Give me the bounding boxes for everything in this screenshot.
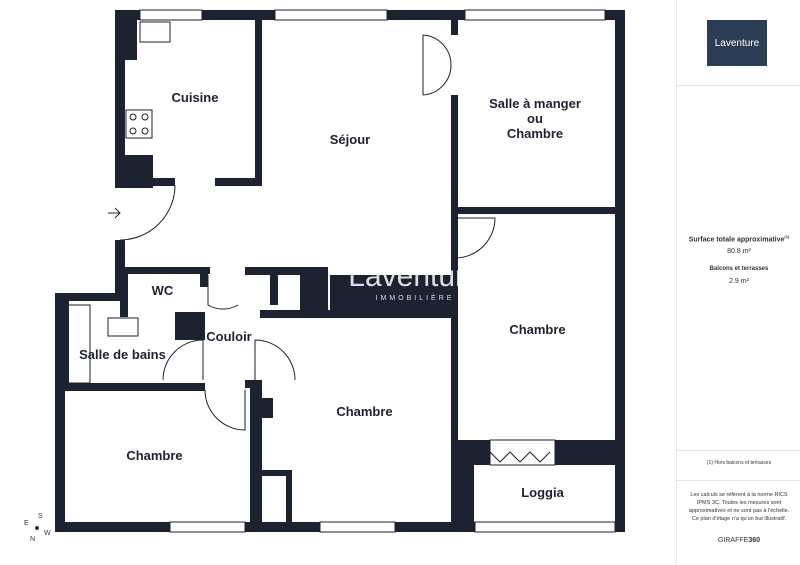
compass: S E W N xyxy=(18,510,58,550)
surface-note-ref: (1) xyxy=(784,234,790,239)
room-loggia: Loggia xyxy=(521,485,564,500)
room-couloir: Couloir xyxy=(206,329,252,344)
room-chambre-left: Chambre xyxy=(126,448,183,463)
room-salle-de-bains: Salle de bains xyxy=(79,347,166,362)
credit-b: 360 xyxy=(748,537,761,544)
compass-center-icon xyxy=(35,526,39,530)
compass-s: S xyxy=(38,513,43,520)
room-cuisine: Cuisine xyxy=(171,90,219,105)
balcons-label: Balcons et terrasses xyxy=(709,266,769,272)
surface-value: 80.8 m² xyxy=(727,248,751,255)
room-salle-a-manger: Salle à manger ou Chambre xyxy=(470,96,600,141)
compass-w: W xyxy=(44,530,51,537)
credit-a: GIRAFFE xyxy=(717,537,749,544)
footnote: (1) Hors balcons et terrasses xyxy=(706,460,772,466)
room-chambre-centre: Chambre xyxy=(336,404,393,419)
windows xyxy=(139,9,616,533)
room-wc: WC xyxy=(151,283,174,298)
surface-label: Surface totale approximative(1) xyxy=(681,234,797,243)
compass-n: N xyxy=(30,536,36,543)
brand-logo: Laventure xyxy=(707,20,767,66)
balcons-value: 2.9 m² xyxy=(729,278,749,285)
floor-plan xyxy=(55,9,625,533)
room-sejour: Séjour xyxy=(329,132,371,147)
room-label-line: Salle à manger xyxy=(489,96,581,111)
giraffe360-credit: GIRAFFE360 xyxy=(681,537,797,544)
walls xyxy=(55,10,625,532)
room-chambre-right: Chambre xyxy=(509,322,566,337)
compass-e: E xyxy=(24,520,29,527)
disclaimer: Les calculs se réfèrent à la norme RICS … xyxy=(688,492,790,522)
doors xyxy=(67,21,551,463)
room-label-line: Chambre xyxy=(506,126,564,141)
room-label-line: ou xyxy=(527,111,543,126)
info-panel: Laventure Surface totale approximative(1… xyxy=(676,0,800,565)
surface-label-text: Surface totale approximative xyxy=(688,236,785,244)
